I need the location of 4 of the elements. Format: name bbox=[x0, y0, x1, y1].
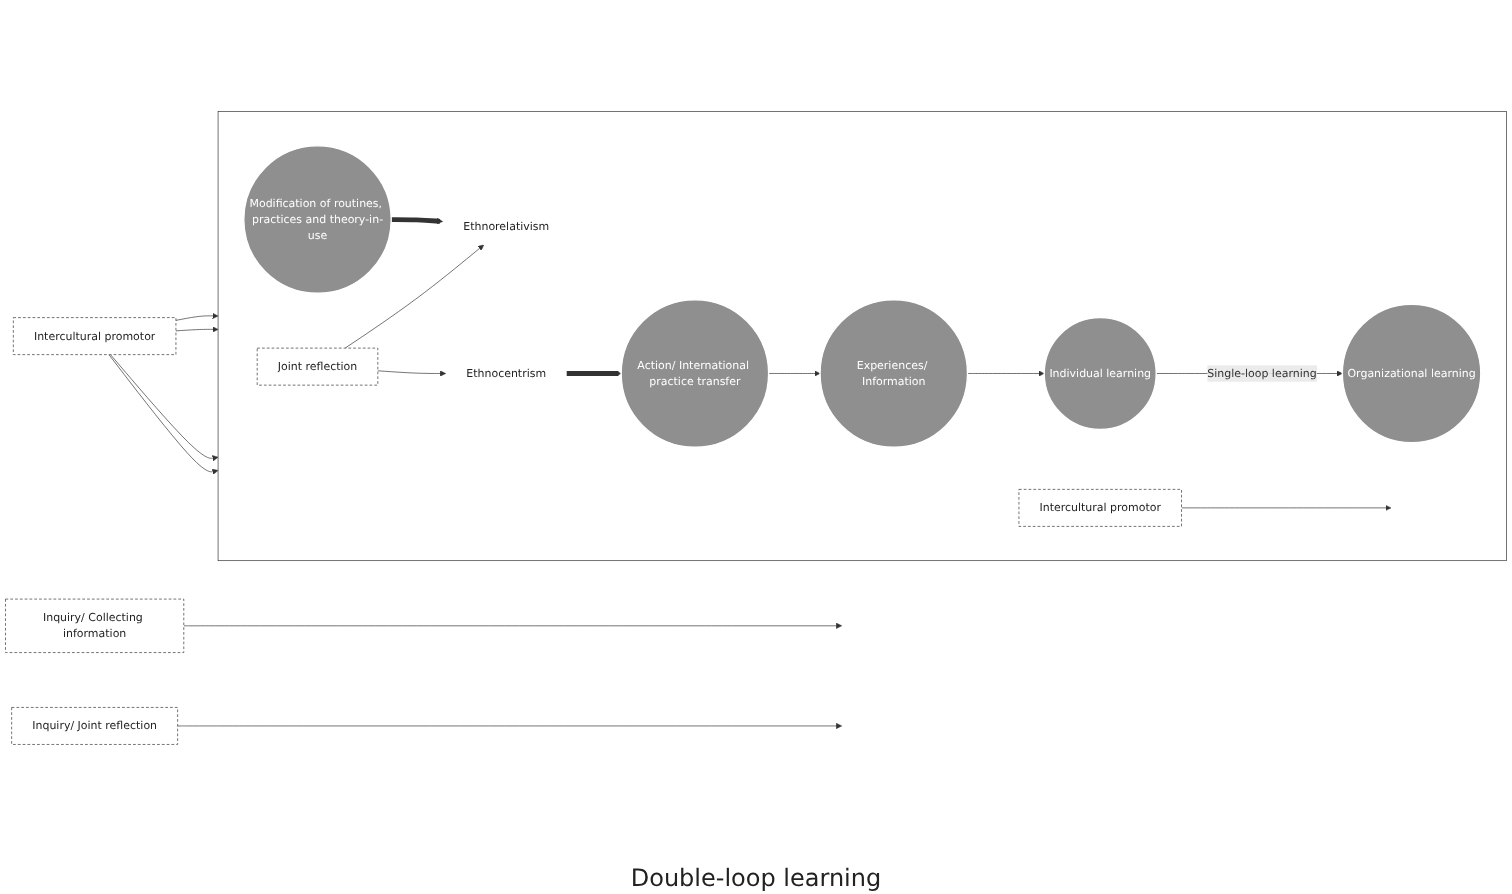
arrow bbox=[391, 217, 443, 225]
note-text: Double-loop learning bbox=[630, 864, 882, 892]
cluster bbox=[217, 111, 1507, 562]
arrow bbox=[566, 370, 622, 377]
